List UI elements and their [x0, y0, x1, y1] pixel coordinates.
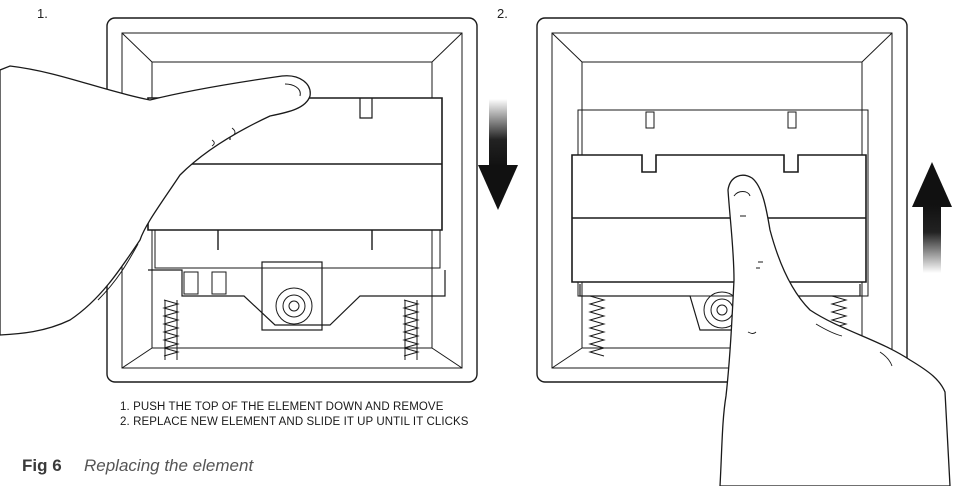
heating-element-2 — [571, 154, 867, 283]
figure-caption: Fig 6 Replacing the element — [22, 456, 253, 476]
panel-2 — [536, 17, 951, 486]
step-number-1: 1. — [37, 6, 48, 21]
instruction-2: 2. REPLACE NEW ELEMENT AND SLIDE IT UP U… — [120, 416, 469, 428]
figure-caption-text: Replacing the element — [84, 456, 254, 475]
figure-label: Fig 6 — [22, 456, 62, 475]
panel-1 — [0, 17, 478, 383]
hand-1 — [0, 65, 311, 336]
arrow-up-icon — [912, 162, 952, 273]
gear-1 — [275, 287, 313, 325]
spring-right-1 — [402, 299, 420, 360]
instruction-1: 1. PUSH THE TOP OF THE ELEMENT DOWN AND … — [120, 401, 444, 413]
arrow-down-icon — [478, 99, 518, 210]
spring-left-1 — [162, 299, 180, 360]
spring-left-2 — [588, 295, 606, 357]
hand-2 — [719, 174, 951, 486]
step-number-2: 2. — [497, 6, 508, 21]
housing-outer-2 — [536, 17, 908, 383]
instructions: 1. PUSH THE TOP OF THE ELEMENT DOWN AND … — [120, 400, 469, 430]
